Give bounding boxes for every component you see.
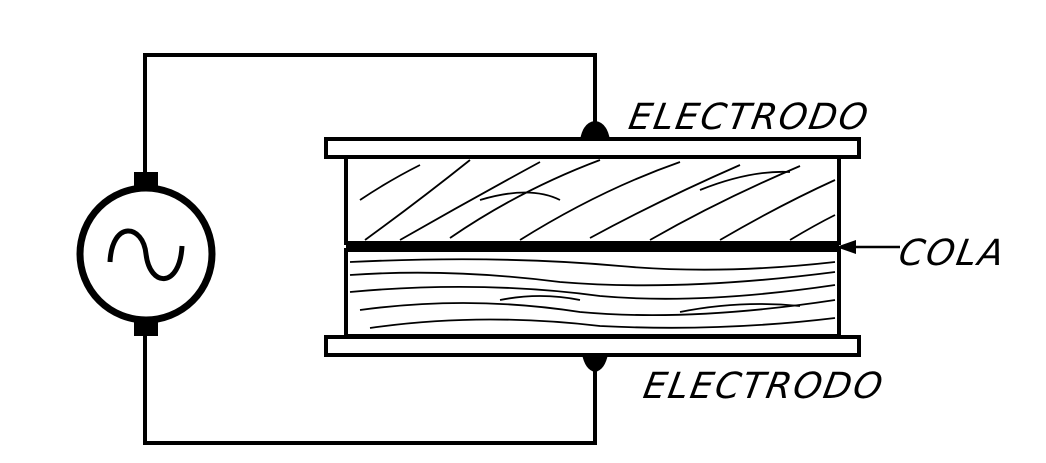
- bottom-electrode-label: ELECTRODO: [640, 364, 888, 407]
- generator-bottom-terminal: [134, 320, 158, 336]
- glue-label: COLA: [896, 231, 1010, 274]
- ac-generator: [76, 172, 216, 336]
- bottom-wood-piece: [344, 248, 841, 338]
- bottom-wire: [143, 325, 597, 445]
- top-electrode-label: ELECTRODO: [626, 95, 874, 138]
- top-contact: [580, 121, 610, 140]
- sine-wave-icon: [107, 228, 185, 282]
- glue-layer: [346, 242, 839, 251]
- top-wire: [143, 53, 597, 185]
- generator-top-terminal: [134, 172, 158, 188]
- bottom-electrode: [324, 335, 861, 357]
- bottom-contact: [582, 354, 608, 372]
- glue-pointer-arrow: [836, 240, 900, 254]
- top-electrode: [324, 137, 861, 159]
- top-wood-piece: [344, 155, 841, 245]
